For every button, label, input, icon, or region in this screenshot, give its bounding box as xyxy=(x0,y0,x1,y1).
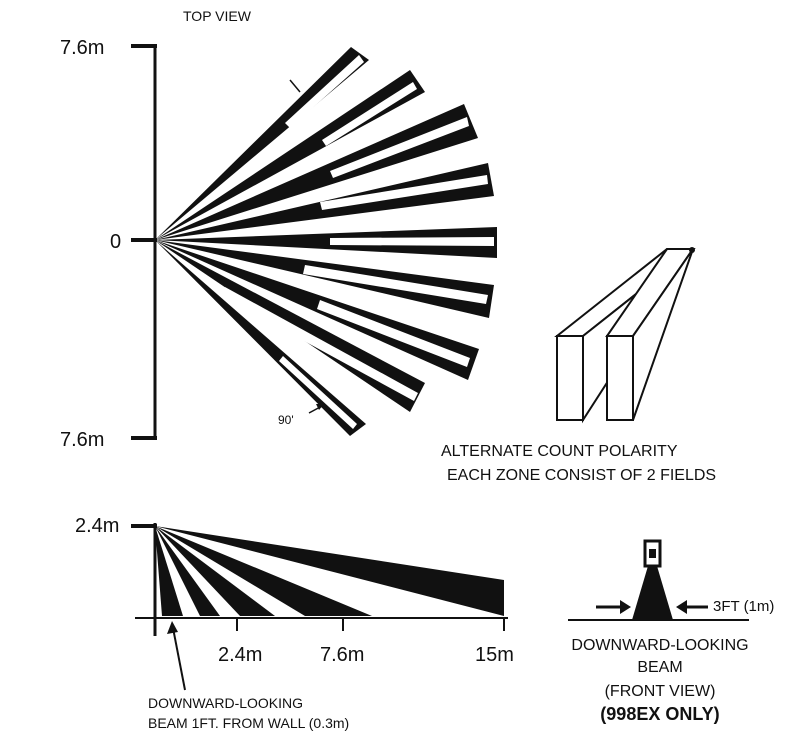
beam-3 xyxy=(155,104,478,240)
note-line-1: DOWNWARD-LOOKING xyxy=(148,695,303,711)
beam-8 xyxy=(155,240,425,412)
front-beam xyxy=(632,566,673,620)
side-beam-short xyxy=(155,526,275,616)
beam-6 xyxy=(155,240,494,318)
side-view: 2.4m 2.4m 7.6m 15m DOWNWARD-LOOKING BEAM… xyxy=(75,515,514,731)
side-beam-downward xyxy=(155,526,183,616)
polarity-illustration xyxy=(554,247,696,424)
beam-5 xyxy=(155,227,497,258)
axis-label-bottom: 7.6m xyxy=(60,429,104,451)
front-caption-3: (FRONT VIEW) xyxy=(605,683,716,700)
polarity-caption-1: ALTERNATE COUNT POLARITY xyxy=(441,443,678,460)
note-arrow xyxy=(167,621,186,691)
polarity-caption-2: EACH ZONE CONSIST OF 2 FIELDS xyxy=(447,467,716,484)
polarity-apex xyxy=(689,247,695,253)
note-line-2: BEAM 1FT. FROM WALL (0.3m) xyxy=(148,715,349,731)
axis-label-zero: 0 xyxy=(110,231,121,253)
field-panel-right xyxy=(605,248,695,421)
beam-7 xyxy=(155,240,479,380)
top-view-axis xyxy=(131,44,157,440)
top-view-title: TOP VIEW xyxy=(183,8,252,24)
height-label: 2.4m xyxy=(75,515,119,537)
x-tick-label-2: 7.6m xyxy=(320,644,364,666)
width-arrow-right xyxy=(676,600,708,614)
angle-marker-bottom xyxy=(308,404,324,414)
beam-fan xyxy=(155,47,497,436)
side-beams xyxy=(155,526,504,616)
x-tick-label-1: 2.4m xyxy=(218,644,262,666)
axis-label-top: 7.6m xyxy=(60,37,104,59)
width-label: 3FT (1m) xyxy=(713,598,774,615)
front-view: 3FT (1m) DOWNWARD-LOOKING BEAM (FRONT VI… xyxy=(568,539,774,724)
angle-label: 90' xyxy=(278,413,294,427)
beam-9 xyxy=(155,240,366,436)
front-caption-4: (998EX ONLY) xyxy=(600,704,719,724)
side-view-axes xyxy=(131,523,508,636)
beam-4 xyxy=(155,163,494,240)
side-beam-near xyxy=(155,526,220,616)
side-beam-long xyxy=(155,526,504,616)
side-beam-mid xyxy=(155,526,372,616)
width-arrow-left xyxy=(596,600,631,614)
front-caption-1: DOWNWARD-LOOKING xyxy=(571,637,748,654)
top-view: TOP VIEW 7.6m 0 7.6m xyxy=(60,8,497,451)
beam-2 xyxy=(155,70,425,240)
sensor-unit xyxy=(643,539,662,568)
front-caption-2: BEAM xyxy=(637,659,682,676)
angle-marker-top xyxy=(289,79,301,93)
x-tick-label-3: 15m xyxy=(475,644,514,666)
beam-1 xyxy=(155,47,369,240)
